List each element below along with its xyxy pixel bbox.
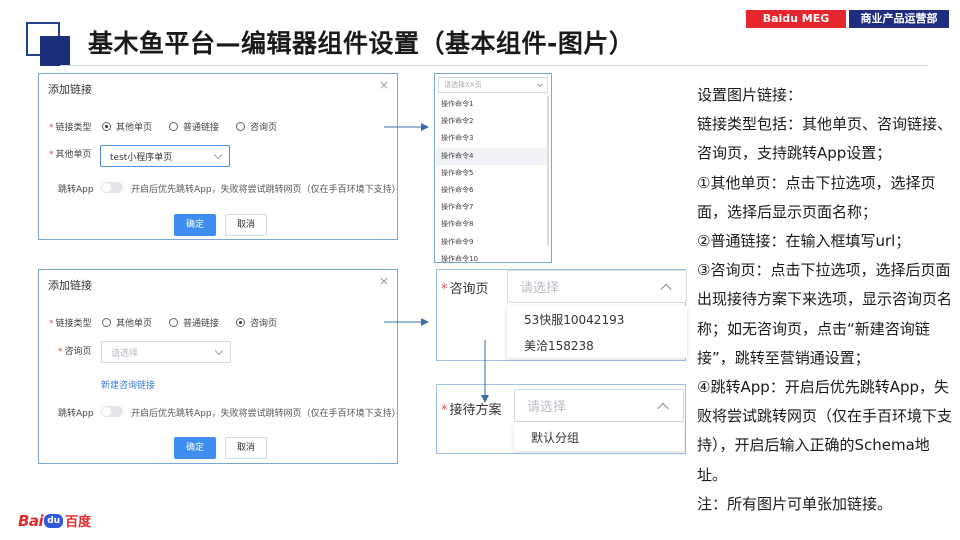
chevron-down-icon xyxy=(213,150,223,160)
dropdown-item[interactable]: 操作命令2 xyxy=(441,117,474,126)
plan-option[interactable]: 默认分组 xyxy=(531,431,580,445)
link-type-label: *链接类型 xyxy=(49,123,92,133)
add-link-dialog-consult-page: 添加链接 × *链接类型 其他单页 普通链接 咨询页 *咨询页 请选择 新建咨询… xyxy=(38,269,401,464)
other-page-select[interactable]: test小程序单页 xyxy=(100,145,230,167)
dropdown-item[interactable]: 操作命令8 xyxy=(441,220,474,229)
jump-app-hint: 开启后优先跳转App，失败将尝试跳转网页（仅在手百环境下支持） xyxy=(131,185,401,195)
add-link-dialog-other-page: 添加链接 × *链接类型 其他单页 普通链接 咨询页 *其他单页 test小程序… xyxy=(38,73,401,240)
close-icon[interactable]: × xyxy=(378,274,389,288)
radio-normal-link[interactable]: 普通链接 xyxy=(169,120,219,133)
radio-unchecked-icon xyxy=(169,122,178,131)
radio-unchecked-icon xyxy=(169,318,178,327)
header-logo-square xyxy=(40,36,70,66)
dialog-title: 添加链接 xyxy=(48,83,92,96)
radio-consult-page[interactable]: 咨询页 xyxy=(236,316,277,329)
department-badge: 商业产品运营部 xyxy=(849,10,949,28)
jump-app-toggle[interactable] xyxy=(101,182,123,193)
dropdown-item[interactable]: 操作命令3 xyxy=(441,134,474,143)
close-icon[interactable]: × xyxy=(378,78,389,92)
consult-page-select[interactable]: 请选择 xyxy=(101,341,231,363)
dropdown-item-highlighted[interactable]: 操作命令4 xyxy=(436,147,548,165)
chevron-up-icon xyxy=(660,283,672,295)
page-dropdown-panel: 请选择XX页 操作命令1 操作命令2 操作命令3 操作命令4 操作命令5 操作命… xyxy=(434,73,552,263)
dialog-title: 添加链接 xyxy=(48,279,92,292)
header-divider xyxy=(60,65,928,66)
chevron-up-icon xyxy=(657,402,669,414)
jump-app-label: 跳转App xyxy=(58,409,94,419)
dropdown-item[interactable]: 操作命令5 xyxy=(441,168,474,177)
jump-app-label: 跳转App xyxy=(58,185,94,195)
radio-other-page[interactable]: 其他单页 xyxy=(102,120,152,133)
explain-line: ①其他单页：点击下拉选项，选择页面，选择后显示页面名称； xyxy=(697,173,936,221)
dropdown-item[interactable]: 操作命令1 xyxy=(441,100,474,108)
zoom-plan-select[interactable]: 请选择 xyxy=(514,389,684,422)
zoom-plan-panel: *接待方案 请选择 默认分组 xyxy=(436,384,686,454)
zoom-consult-menu: 53快服10042193 美洽158238 xyxy=(507,306,687,358)
ok-button[interactable]: 确定 xyxy=(174,437,216,459)
dropdown-search-input[interactable]: 请选择XX页 xyxy=(438,77,548,93)
dropdown-scrollbar[interactable] xyxy=(547,96,549,246)
cancel-button[interactable]: 取消 xyxy=(225,437,267,459)
radio-other-page[interactable]: 其他单页 xyxy=(102,316,152,329)
zoom-plan-menu: 默认分组 xyxy=(514,423,684,451)
dropdown-list: 操作命令1 操作命令2 操作命令3 操作命令4 操作命令5 操作命令6 操作命令… xyxy=(436,96,548,263)
radio-unchecked-icon xyxy=(102,318,111,327)
link-type-label: *链接类型 xyxy=(49,319,92,329)
brand-badge: Baidu MEG xyxy=(746,10,846,28)
chevron-down-icon xyxy=(537,81,543,88)
zoom-consult-label: *咨询页 xyxy=(441,282,489,297)
zoom-plan-label: *接待方案 xyxy=(441,403,502,418)
zoom-consult-panel: *咨询页 请选择 53快服10042193 美洽158238 xyxy=(436,269,687,361)
cancel-button[interactable]: 取消 xyxy=(225,214,267,236)
dropdown-item[interactable]: 操作命令10 xyxy=(441,254,478,263)
ok-button[interactable]: 确定 xyxy=(174,214,216,236)
dropdown-item[interactable]: 操作命令7 xyxy=(441,203,474,212)
radio-checked-icon xyxy=(102,122,111,131)
consult-page-label: *咨询页 xyxy=(58,347,92,357)
jump-app-toggle[interactable] xyxy=(101,406,123,417)
chevron-down-icon xyxy=(214,346,224,356)
consult-option[interactable]: 美洽158238 xyxy=(524,339,594,353)
consult-page-placeholder: 请选择 xyxy=(111,348,139,359)
dropdown-item[interactable]: 操作命令9 xyxy=(441,237,474,246)
other-page-value: test小程序单页 xyxy=(110,152,173,163)
explain-line: ②普通链接：在输入框填写url； xyxy=(697,232,911,251)
explain-line: 设置图片链接： xyxy=(697,86,803,104)
radio-checked-icon xyxy=(236,318,245,327)
explain-line: ③咨询页：点击下拉选项，选择后页面出现接待方案下来选项，显示咨询页名称；如无咨询… xyxy=(697,261,953,367)
explain-line: 链接类型包括：其他单页、咨询链接、咨询页，支持跳转App设置； xyxy=(697,115,953,163)
explanation-text: 设置图片链接： 链接类型包括：其他单页、咨询链接、咨询页，支持跳转App设置； … xyxy=(697,81,955,519)
radio-normal-link[interactable]: 普通链接 xyxy=(169,316,219,329)
explain-line: ④跳转App：开启后优先跳转App，失败将尝试跳转网页（仅在手百环境下支持），开… xyxy=(697,378,953,484)
explain-line: 注：所有图片可单张加链接。 xyxy=(697,494,893,513)
radio-unchecked-icon xyxy=(236,122,245,131)
page-title: 基木鱼平台—编辑器组件设置（基本组件-图片） xyxy=(88,29,635,58)
consult-option[interactable]: 53快服10042193 xyxy=(524,313,625,327)
jump-app-hint: 开启后优先跳转App，失败将尝试跳转网页（仅在手百环境下支持） xyxy=(131,409,401,419)
dropdown-item[interactable]: 操作命令6 xyxy=(441,185,474,194)
radio-consult-page[interactable]: 咨询页 xyxy=(236,120,277,133)
new-consult-link[interactable]: 新建咨询链接 xyxy=(101,381,156,391)
zoom-consult-select[interactable]: 请选择 xyxy=(507,270,687,303)
other-page-label: *其他单页 xyxy=(49,150,92,160)
